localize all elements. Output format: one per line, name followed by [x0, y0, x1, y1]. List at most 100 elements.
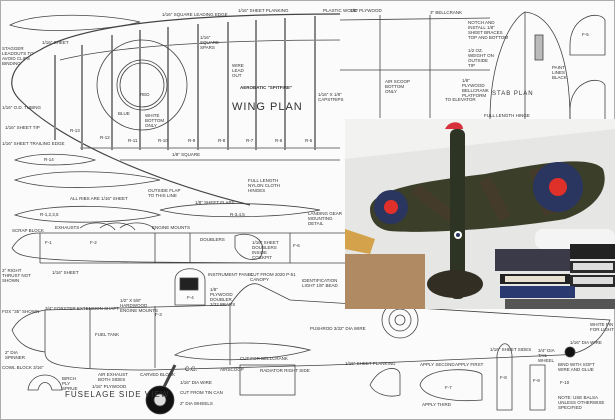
label: 1/8" PLYWOOD BELLCRANK PLATFORM: [462, 78, 489, 98]
former-label: F-2: [90, 240, 97, 245]
rib-label: R-11: [128, 138, 138, 143]
rib-label: R-5: [305, 138, 313, 143]
label: 1/16" DIA WIRE: [180, 380, 212, 385]
label: 3/4" FORSTER EXTENSION SHAFT: [45, 306, 119, 311]
label: BLUE: [118, 111, 130, 116]
tail-wheel: [564, 346, 576, 358]
label: PUSHROD 3/32" DIA WIRE: [310, 326, 366, 331]
roundel-outline: [96, 39, 188, 131]
label: 1/16" SQUARE LEADING EDGE: [162, 12, 228, 17]
rib-label: R-1,2,3,5: [40, 212, 59, 217]
label: 3° RIGHT THRUST NOT SHOWN: [2, 268, 31, 283]
label: ENGINE MOUNTS: [152, 225, 191, 230]
label: FULL LENGTH HINGE: [484, 113, 530, 118]
label: RED: [140, 92, 150, 97]
cardboard-box: [345, 254, 425, 309]
label: 2" DIA SPINNER: [5, 350, 26, 360]
rib-label: R-8: [218, 138, 226, 143]
former-label: F-10: [560, 380, 570, 385]
label: NOTCH AND INSTALL 1/8" SHEET BRACES TOP …: [468, 20, 509, 40]
label: 2" DIA WHEELS: [180, 401, 213, 406]
former-label: F-1: [45, 240, 52, 245]
label: AIR SCOOP BOTTOM ONLY: [385, 79, 410, 94]
label: FULL LENGTH NYLON CLOTH HINGES: [248, 178, 281, 193]
rib-label: R-3,4,5: [230, 212, 245, 217]
rib-label: R-13: [70, 128, 80, 133]
label: APPLY THIRD: [422, 402, 452, 407]
rib-label: R-7: [246, 138, 254, 143]
former-label: F-8: [500, 375, 507, 380]
label: 1/16" x 1/8" CAPSTRIPS: [318, 92, 344, 102]
label: 1/2" x 5/8" HARDWOOD ENGINE MOUNTS: [120, 298, 159, 313]
former-label: F-4: [187, 295, 194, 300]
label: IDENTIFICATION LIGHT 1/8" BEAD: [302, 278, 338, 288]
label: 1/16" SHEET TIP: [5, 125, 40, 130]
label: 1/2 OZ. WEIGHT ON OUTSIDE TIP: [468, 48, 494, 68]
label: STAGGER LEADOUTS TO AVOID CLIPS BINDING: [2, 46, 34, 66]
label: CUT FOR BELLCRANK: [240, 356, 288, 361]
label: APPLY SECOND: [420, 362, 455, 367]
vhs-tapes: [495, 244, 615, 309]
former-label: F-6: [293, 243, 300, 248]
label: 1/8" PLYWOOD: [350, 8, 382, 13]
label: EXHAUSTS: [55, 225, 80, 230]
spitfire-model: [370, 122, 605, 299]
label: PLASTIC WOOD: [323, 8, 358, 13]
label: INSTRUMENT PANEL: [208, 272, 254, 277]
label: CUT FROM TIN CAN: [180, 390, 223, 395]
label: NOTE: USE BALSA UNLESS OTHERWISE SPECIFI…: [558, 395, 605, 410]
label: 1/16" SQUARE SPARS: [200, 35, 220, 50]
former-label: F-5: [582, 32, 589, 37]
label: SCRAP BLOCK: [12, 228, 44, 233]
wing-outline: [11, 13, 341, 206]
rib-label: R-14: [44, 157, 54, 162]
rib-label: R-10: [158, 138, 168, 143]
label: 1/16" SHEET TRAILING EDGE: [2, 141, 65, 146]
former-label: F-9: [533, 378, 540, 383]
label: FUEL TANK: [95, 332, 120, 337]
label: AIR EXHAUST BOTH SIDES: [98, 372, 128, 382]
label: 1/16" SHEET: [42, 40, 69, 45]
label: BIND WITH SOFT WIRE AND GLUE: [558, 362, 595, 372]
label: 1/8" SQUARE: [172, 152, 201, 157]
label: 1/16" SHEET PLANKING: [345, 361, 396, 366]
label: WIRE LEAD OUT: [232, 63, 244, 78]
fuselage-top-view: [11, 232, 346, 264]
label: 1/8" SHEET FLAPS: [195, 200, 235, 205]
label: CARVED BLOCK: [140, 372, 176, 377]
rib-label: R-9: [188, 138, 196, 143]
former-label: F-3: [155, 312, 162, 317]
label: 1/16" SHEET SIDES: [490, 347, 532, 352]
label: 1/16" SHEET: [52, 270, 79, 275]
stab-plan-title: STAB PLAN: [492, 91, 534, 97]
rib-label: R-12: [100, 135, 110, 140]
label: OUTSIDE FLAP TO THIS LINE: [148, 188, 181, 198]
model-name: AEROBATIC "SPITFIRE": [240, 85, 293, 90]
label: APPLY FIRST: [455, 362, 484, 367]
label: 1/16" SHEET DOUBLERS INSIDE COCKPIT: [252, 240, 279, 260]
label: 1/16" SHEET PLANKING: [238, 8, 289, 13]
label: ALL RIBS ARE 1/16" SHEET: [70, 196, 128, 201]
rib-label: R-6: [275, 138, 283, 143]
label: CUT FROM 2020 P-51 CANOPY: [250, 272, 296, 282]
label: 3" BELLCRANK: [430, 10, 463, 15]
label: WHITE PIN FOR LIGHT: [590, 322, 615, 332]
label: 1/16" O.D. TUBING: [2, 105, 42, 110]
label: RADIATOR RIGHT SIDE: [260, 368, 310, 373]
spitfire-model-photo: [345, 119, 615, 309]
label: DOUBLERS: [200, 237, 225, 242]
label: AIRSCOOP: [220, 367, 244, 372]
label: PAINT LINES BLACK: [552, 65, 567, 80]
label: 1/16" DIA WIRE: [570, 340, 602, 345]
label: 3/4" DIA TAIL WHEEL: [538, 348, 555, 363]
label: WHITE BOTTOM ONLY: [145, 113, 165, 128]
wing-plan-title: WING PLAN: [232, 101, 303, 113]
label: TO ELEVATOR: [445, 97, 476, 102]
cg-label: C.G.: [185, 367, 198, 373]
label: COWL BLOCK 3/16": [2, 365, 44, 370]
label: LANDING GEAR MOUNTING DETAIL: [308, 211, 343, 226]
fuselage-side-view-title: FUSELAGE SIDE VIEW: [65, 390, 170, 399]
label: 1/16" PLYWOOD: [92, 384, 127, 389]
